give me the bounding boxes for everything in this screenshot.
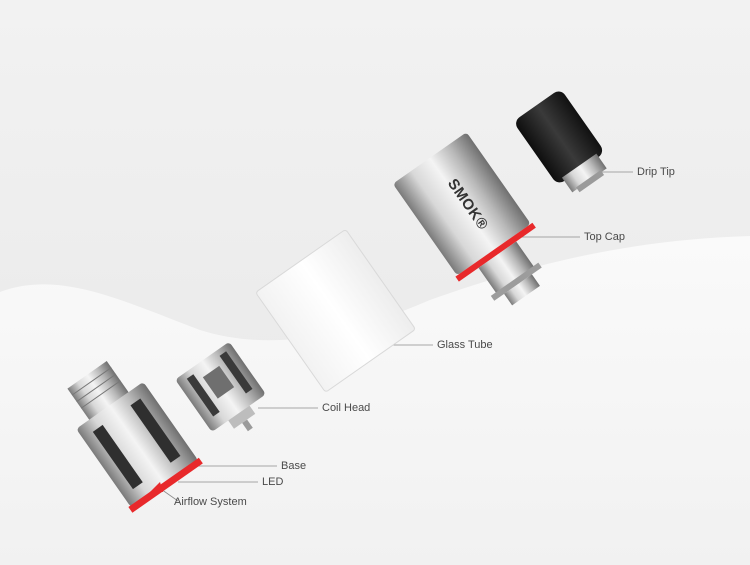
top-cap-part: SMOK® (394, 133, 542, 306)
label-base: Base (281, 460, 307, 472)
label-coil-head: Coil Head (322, 402, 371, 414)
glass-tube-part (256, 229, 415, 392)
label-led: LED (262, 476, 284, 488)
top-cap-red-ring (455, 222, 536, 282)
label-airflow-system: Airflow System (174, 496, 247, 508)
base-part (67, 361, 203, 513)
label-glass-tube: Glass Tube (437, 339, 493, 351)
label-top-cap: Top Cap (584, 231, 625, 243)
label-drip-tip: Drip Tip (637, 166, 675, 178)
coil-head-part (176, 343, 265, 432)
snow-hill (0, 236, 750, 565)
drip-tip-part (516, 91, 607, 193)
base-red-ring (128, 457, 203, 513)
airflow-arrow-icon (150, 482, 163, 492)
